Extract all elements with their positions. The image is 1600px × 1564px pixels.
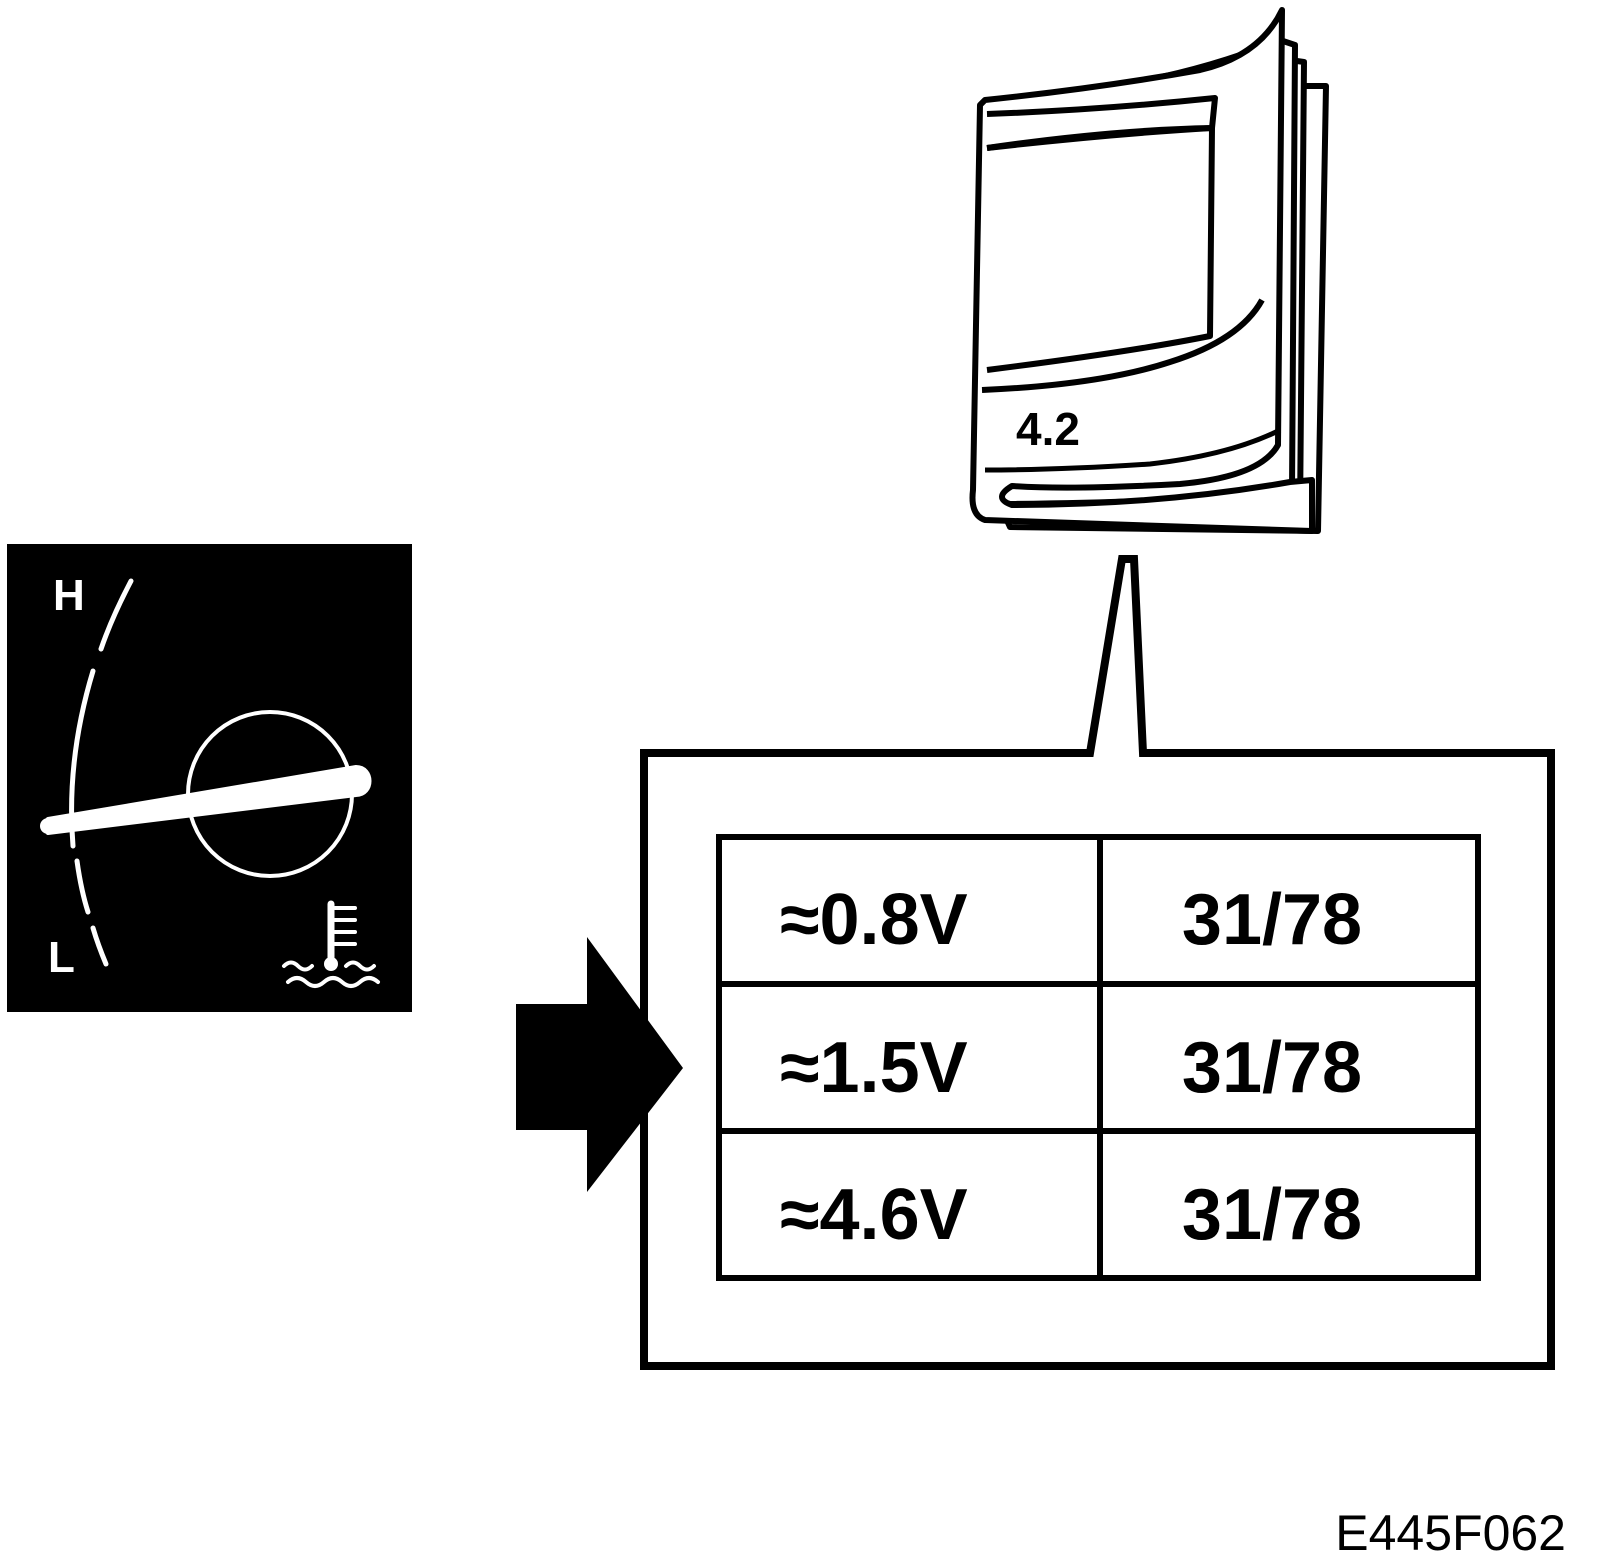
- gauge-high-label: H: [53, 571, 85, 620]
- manual-cover-label: 4.2: [1016, 403, 1080, 455]
- table-row: ≈4.6V 31/78: [780, 1175, 1362, 1255]
- manual-spine-fold: [984, 427, 1282, 473]
- gauge-needle-tip: [40, 818, 56, 834]
- coolant-temperature-icon: [282, 900, 380, 988]
- manual-cover-window: [986, 125, 1215, 373]
- table-cell-reference: 31/78: [1182, 1175, 1362, 1255]
- temperature-gauge: H L: [7, 544, 412, 1012]
- table-row: ≈0.8V 31/78: [780, 880, 1362, 960]
- table-cell-reference: 31/78: [1182, 880, 1362, 960]
- service-manual-icon: 4.2: [969, 7, 1329, 534]
- gauge-needle: [46, 765, 372, 835]
- figure-code: E445F062: [1335, 1505, 1566, 1561]
- table-cell-voltage: ≈4.6V: [780, 1175, 968, 1255]
- gauge-low-label: L: [48, 933, 75, 982]
- reference-table: ≈0.8V 31/78 ≈1.5V 31/78 ≈4.6V 31/78: [716, 834, 1481, 1281]
- table-cell-voltage: ≈0.8V: [780, 880, 968, 960]
- callout-box: [640, 555, 1555, 1370]
- table-cell-reference: 31/78: [1182, 1028, 1362, 1108]
- table-cell-voltage: ≈1.5V: [780, 1028, 968, 1108]
- arrow-right-icon: [516, 937, 683, 1192]
- manual-cover-bottom-curve: [981, 298, 1265, 393]
- table-row: ≈1.5V 31/78: [780, 1028, 1362, 1108]
